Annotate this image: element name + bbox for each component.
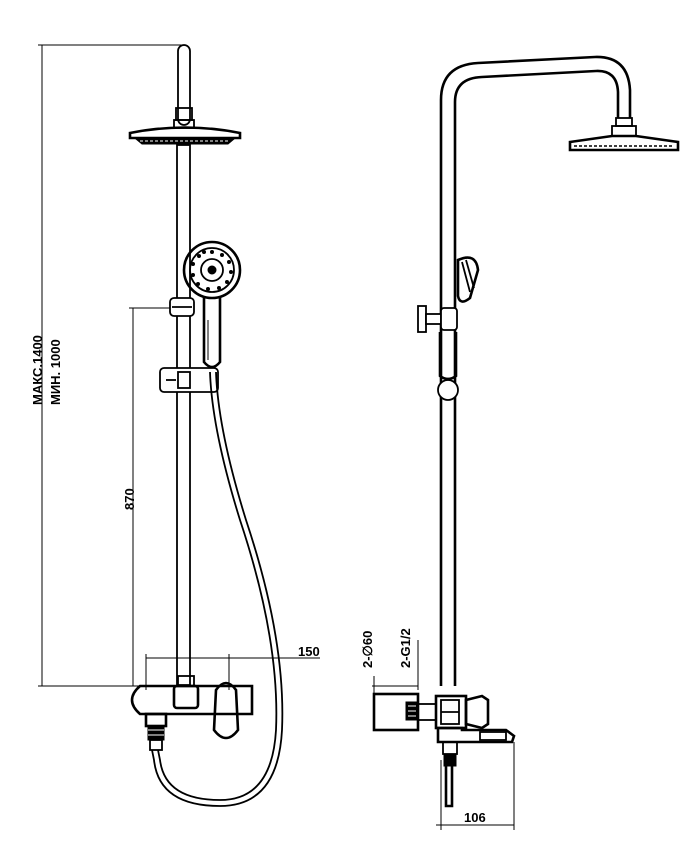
side-mixer — [372, 692, 516, 808]
height-max-label: МАКС.1400 — [30, 335, 45, 405]
spout-reach-dimension: 150 — [145, 644, 320, 690]
side-hand-shower-head — [456, 256, 480, 303]
hand-shower-holder — [169, 297, 195, 317]
side-wall-bracket — [417, 305, 458, 333]
rain-shower-head — [128, 126, 242, 145]
side-view: 2-∅60 2-G1/2 106 — [360, 55, 680, 830]
wall-offset-label: 106 — [464, 810, 486, 825]
height-min-label: МИН. 1000 — [48, 339, 63, 405]
spout-reach-label: 150 — [298, 644, 320, 659]
connection-labels: 2-∅60 2-G1/2 — [360, 628, 419, 728]
slider-bracket — [159, 367, 219, 393]
overall-height-dimension: МАКС.1400 МИН. 1000 — [30, 44, 185, 687]
mixer-height-dimension: 870 — [122, 307, 178, 686]
shower-hose — [151, 371, 284, 807]
side-riser-with-arm — [439, 55, 632, 686]
side-rain-shower-head — [568, 117, 680, 152]
mixer-height-label: 870 — [122, 488, 137, 510]
hand-shower-head — [182, 240, 242, 369]
connection-thread-label: 2-G1/2 — [398, 628, 413, 668]
mixer-body — [130, 675, 254, 751]
side-hand-shower-handle — [438, 332, 458, 381]
wall-offset-dimension: 106 — [436, 742, 515, 830]
side-slider — [437, 379, 459, 401]
connection-diameter-label: 2-∅60 — [360, 631, 375, 668]
front-view: МАКС.1400 МИН. 1000 870 150 — [30, 44, 320, 807]
